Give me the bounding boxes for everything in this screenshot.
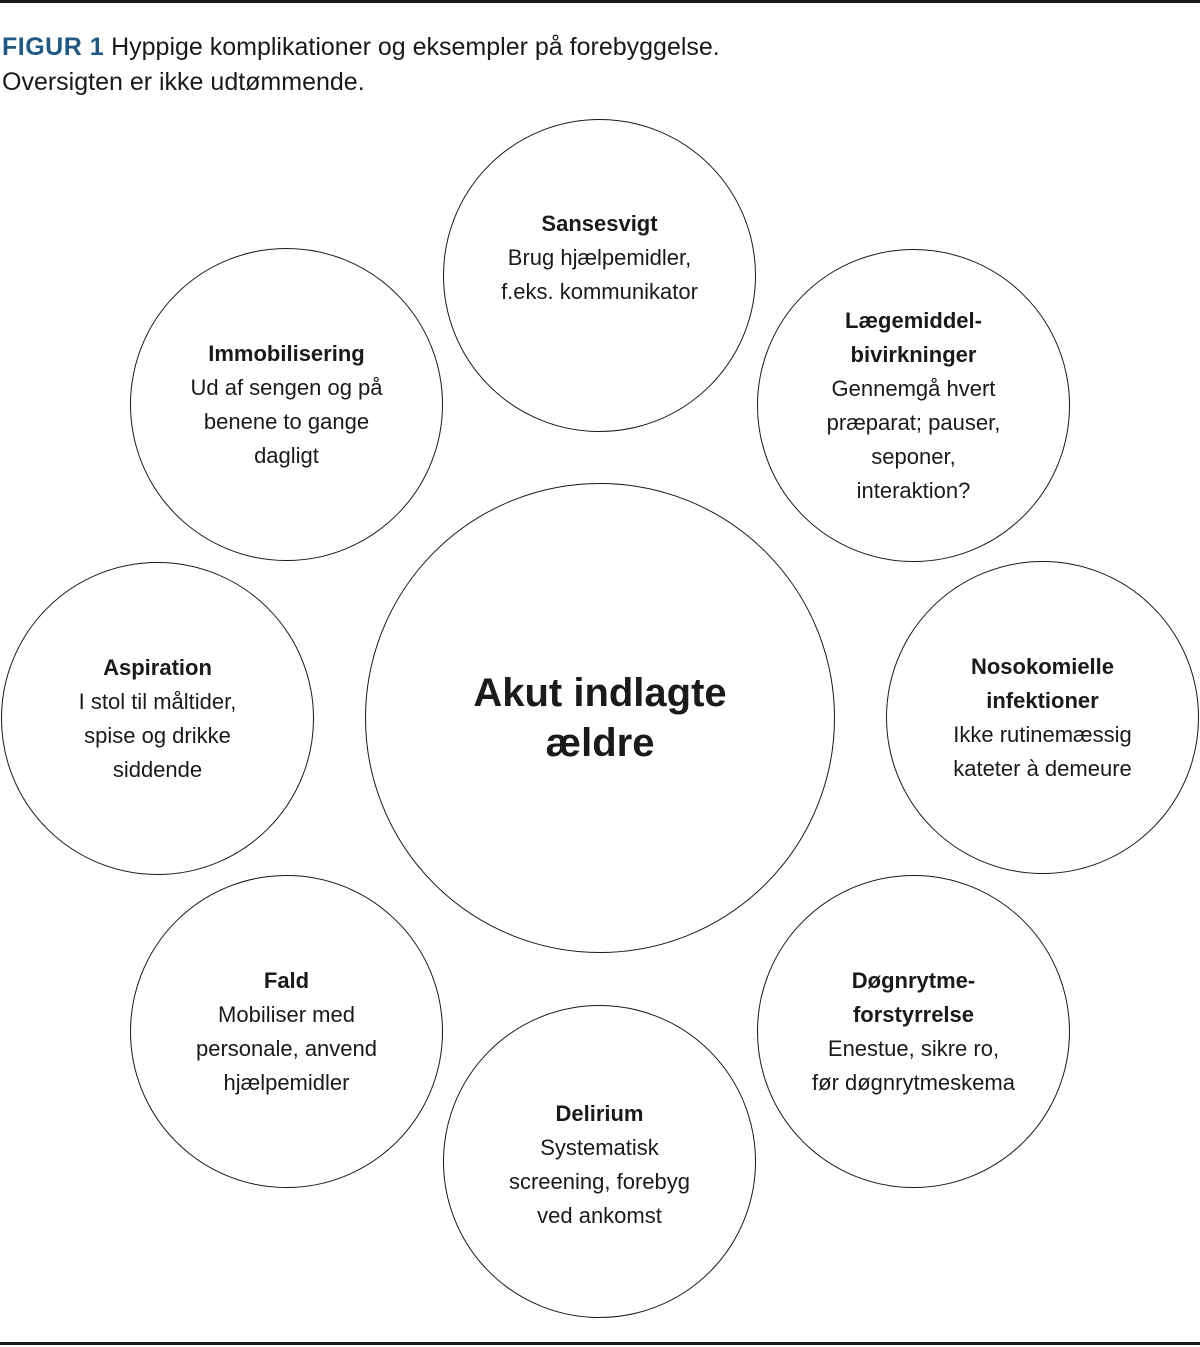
node-title: Delirium bbox=[555, 1100, 644, 1126]
node-delirium: Delirium Systematisk screening, forebyg … bbox=[443, 1005, 756, 1318]
node-text: Enestue, sikre ro, før døgnrytmeskema bbox=[812, 1035, 1015, 1095]
node-text: Systematisk screening, forebyg ved ankom… bbox=[508, 1134, 690, 1228]
node-aspiration: Aspiration I stol til måltider, spise og… bbox=[1, 562, 314, 875]
caption-line-2: Oversigten er ikke udtømmende. bbox=[2, 68, 365, 96]
node-doegnrytmeforstyrrelse: Døgnrytme- forstyrrelse Enestue, sikre r… bbox=[757, 875, 1070, 1188]
node-title: Fald bbox=[263, 967, 310, 993]
center-node-title: Akut indlagte ældre bbox=[473, 671, 727, 765]
top-rule bbox=[0, 0, 1200, 3]
node-immobilisering: Immobilisering Ud af sengen og på benene… bbox=[130, 248, 443, 561]
node-text: I stol til måltider, spise og drikke sid… bbox=[78, 688, 237, 782]
node-title: Aspiration bbox=[103, 654, 212, 680]
node-text: Gennemgå hvert præparat; pauser, seponer… bbox=[826, 375, 1001, 503]
caption-line-1: Hyppige komplikationer og eksempler på f… bbox=[111, 33, 720, 61]
node-title: Nosokomielle infektioner bbox=[970, 653, 1115, 713]
node-sansesvigt: Sansesvigt Brug hjælpemidler, f.eks. kom… bbox=[443, 119, 756, 432]
node-text: Ud af sengen og på benene to gange dagli… bbox=[190, 374, 383, 468]
figure-caption: FIGUR 1 Hyppige komplikationer og eksemp… bbox=[2, 30, 1192, 100]
figure-label: FIGUR 1 bbox=[2, 33, 105, 61]
center-node: Akut indlagte ældre bbox=[365, 483, 835, 953]
node-laegemiddelbivirkninger: Lægemiddel- bivirkninger Gennemgå hvert … bbox=[757, 249, 1070, 562]
node-text: Ikke rutinemæssig kateter à demeure bbox=[953, 721, 1132, 781]
node-fald: Fald Mobiliser med personale, anvend hjæ… bbox=[130, 875, 443, 1188]
node-title: Sansesvigt bbox=[541, 210, 658, 236]
node-text: Brug hjælpemidler, f.eks. kommunikator bbox=[501, 244, 698, 304]
node-nosokomielle-infektioner: Nosokomielle infektioner Ikke rutinemæss… bbox=[886, 561, 1199, 874]
node-title: Døgnrytme- forstyrrelse bbox=[851, 967, 976, 1027]
node-title: Immobilisering bbox=[208, 340, 365, 366]
node-text: Mobiliser med personale, anvend hjælpemi… bbox=[195, 1001, 377, 1095]
bottom-rule bbox=[0, 1342, 1200, 1345]
node-title: Lægemiddel- bivirkninger bbox=[845, 307, 982, 367]
